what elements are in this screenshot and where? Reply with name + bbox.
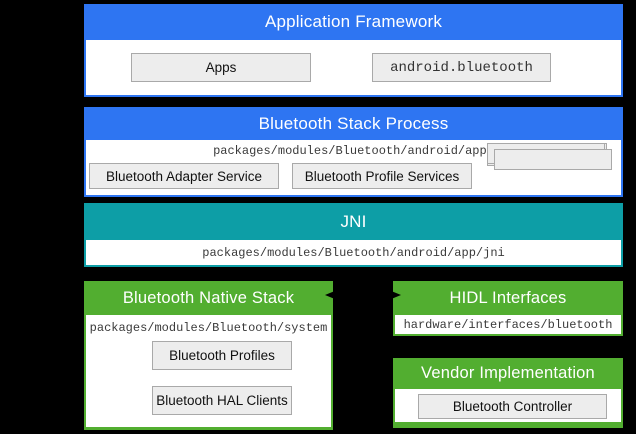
application-framework-title: Application Framework xyxy=(84,4,623,40)
bluetooth-stack-process-body: packages/modules/Bluetooth/android/app/ … xyxy=(84,140,623,197)
application-framework-body: Apps android.bluetooth xyxy=(84,40,623,97)
bluetooth-stack-process-title: Bluetooth Stack Process xyxy=(84,107,623,140)
jni-body: packages/modules/Bluetooth/android/app/j… xyxy=(84,240,623,267)
hidl-path: hardware/interfaces/bluetooth xyxy=(403,317,613,332)
section-bluetooth-native-stack: Bluetooth Native Stack packages/modules/… xyxy=(84,281,333,430)
bluetooth-profile-services-box: Bluetooth Profile Services xyxy=(292,163,472,189)
section-bluetooth-stack-process: Bluetooth Stack Process packages/modules… xyxy=(84,107,623,197)
section-vendor-implementation: Vendor Implementation Bluetooth Controll… xyxy=(393,358,623,428)
bluetooth-native-stack-title: Bluetooth Native Stack xyxy=(84,281,333,315)
bluetooth-hal-clients-box: Bluetooth HAL Clients xyxy=(152,386,292,415)
vendor-implementation-title: Vendor Implementation xyxy=(393,358,623,389)
jni-path: packages/modules/Bluetooth/android/app/j… xyxy=(202,245,505,260)
section-application-framework: Application Framework Apps android.bluet… xyxy=(84,4,623,97)
stack-process-path: packages/modules/Bluetooth/android/app/ xyxy=(213,144,494,158)
vendor-implementation-body: Bluetooth Controller xyxy=(393,389,623,428)
bidirectional-arrow-icon xyxy=(325,290,401,300)
bluetooth-adapter-service-box: Bluetooth Adapter Service xyxy=(89,163,279,189)
hidl-interfaces-title: HIDL Interfaces xyxy=(393,281,623,315)
bluetooth-controller-box: Bluetooth Controller xyxy=(418,394,607,419)
bluetooth-profiles-native-box: Bluetooth Profiles xyxy=(152,341,292,370)
apps-box: Apps xyxy=(131,53,311,82)
jni-title: JNI xyxy=(84,203,623,240)
section-jni: JNI packages/modules/Bluetooth/android/a… xyxy=(84,203,623,267)
bluetooth-profiles-stack: Bluetooth Profiles xyxy=(487,143,619,177)
android-bluetooth-box: android.bluetooth xyxy=(372,53,551,82)
native-stack-path: packages/modules/Bluetooth/system xyxy=(89,321,328,335)
section-hidl-interfaces: HIDL Interfaces hardware/interfaces/blue… xyxy=(393,281,623,336)
bluetooth-native-stack-body: packages/modules/Bluetooth/system Blueto… xyxy=(84,315,333,430)
stack-layer-middle xyxy=(494,149,612,170)
hidl-interfaces-body: hardware/interfaces/bluetooth xyxy=(393,315,623,336)
